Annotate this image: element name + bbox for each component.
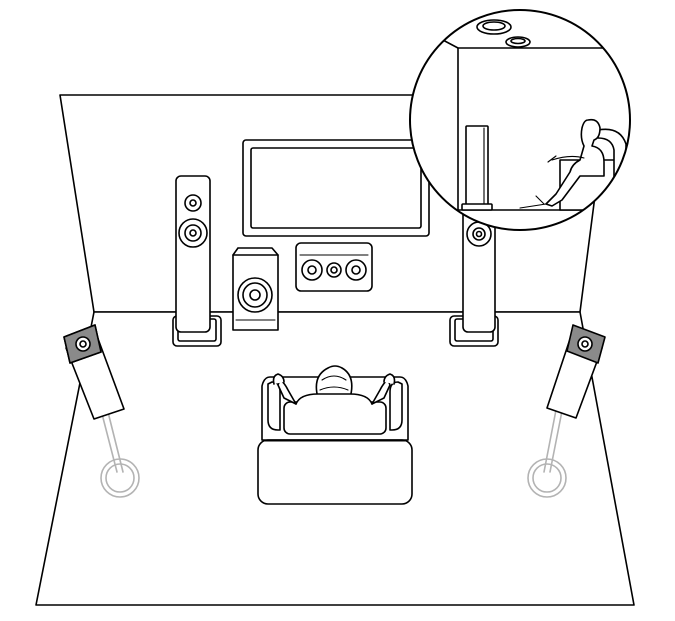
subwoofer xyxy=(232,247,279,331)
listener-sofa xyxy=(257,365,413,505)
front-left-speaker xyxy=(172,175,222,347)
overhead-zoom-view xyxy=(409,9,631,231)
tv xyxy=(242,139,430,237)
surround-left-speaker xyxy=(63,324,140,498)
center-speaker xyxy=(295,242,373,292)
surround-right-speaker xyxy=(527,324,606,498)
